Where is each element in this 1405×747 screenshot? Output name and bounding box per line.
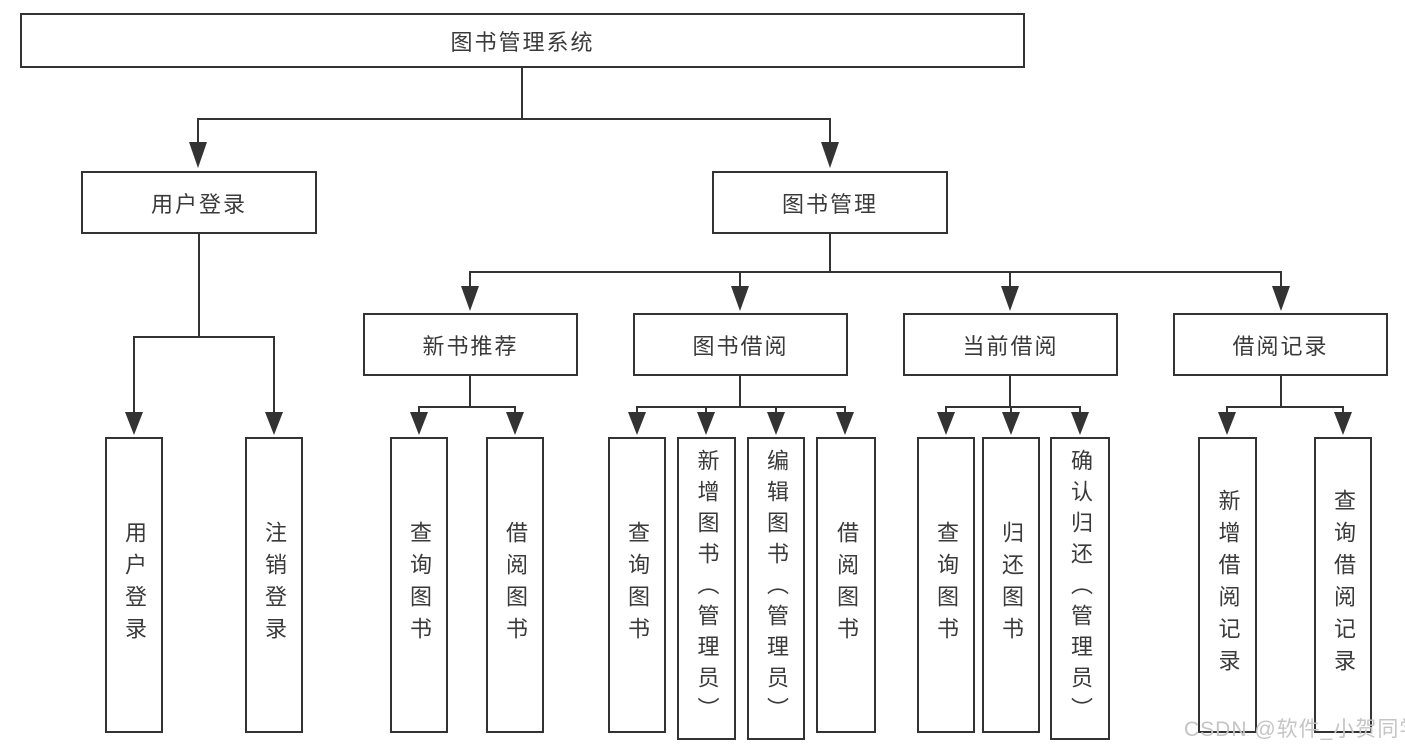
- leaf-add-books-admin: 新增图书（管理员）: [677, 437, 736, 740]
- leaf-return-books: 归还图书: [982, 437, 1040, 733]
- leaf-query-books-recommend: 查询图书: [390, 437, 448, 733]
- leaf-logout-login: 注销登录: [245, 437, 303, 733]
- node-current-borrowing: 当前借阅: [903, 313, 1118, 376]
- leaf-query-books-current: 查询图书: [917, 437, 975, 733]
- node-root-system: 图书管理系统: [20, 13, 1025, 68]
- leaf-borrow-books-borrowing: 借阅图书: [816, 437, 876, 733]
- node-book-borrowing: 图书借阅: [633, 313, 848, 376]
- node-book-management: 图书管理: [712, 171, 948, 234]
- leaf-query-books-borrowing: 查询图书: [608, 437, 666, 733]
- leaf-query-borrow-record: 查询借阅记录: [1314, 437, 1372, 733]
- leaf-user-login: 用户登录: [105, 437, 163, 733]
- watermark-text: CSDN @软件_小贺同学: [1184, 718, 1405, 741]
- leaf-edit-books-admin: 编辑图书（管理员）: [747, 437, 805, 740]
- leaf-add-borrow-record: 新增借阅记录: [1198, 437, 1257, 733]
- leaf-borrow-books-recommend: 借阅图书: [486, 437, 544, 733]
- node-user-login: 用户登录: [81, 171, 317, 234]
- node-new-book-recommend: 新书推荐: [363, 313, 578, 376]
- leaf-confirm-return-admin: 确认归还（管理员）: [1050, 437, 1110, 740]
- node-borrowing-records: 借阅记录: [1173, 313, 1388, 376]
- arrowheads: [125, 142, 1352, 435]
